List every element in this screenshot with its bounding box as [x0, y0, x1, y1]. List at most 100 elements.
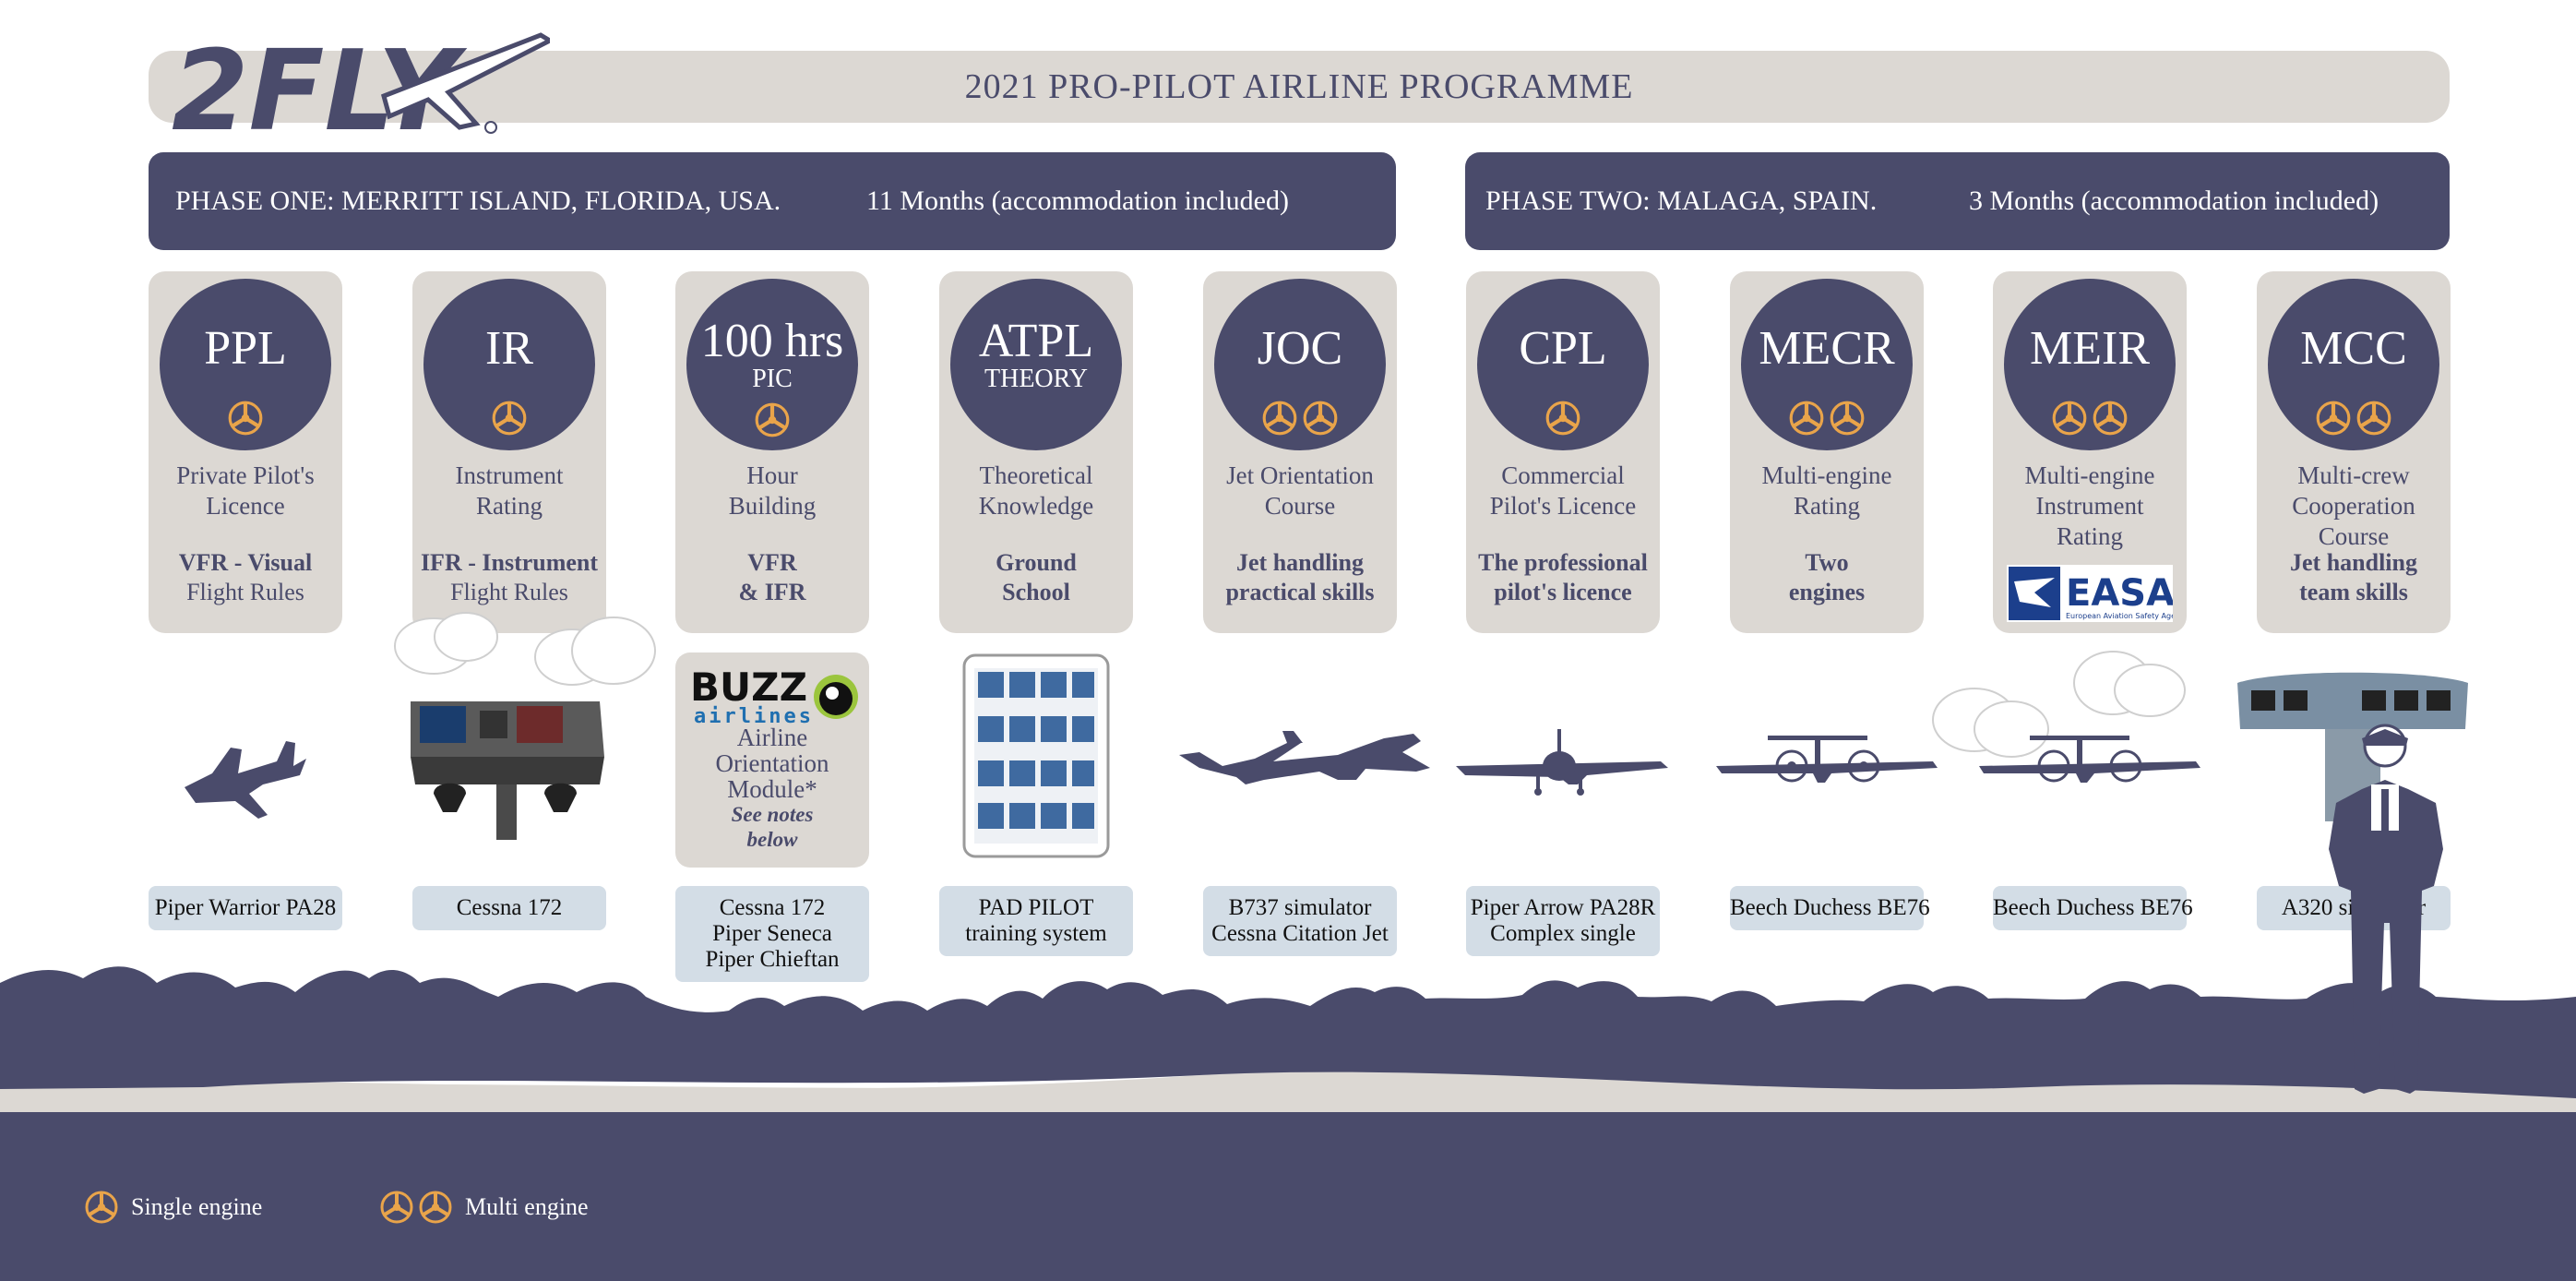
phase-one-bar: PHASE ONE: MERRITT ISLAND, FLORIDA, USA.… — [149, 152, 1396, 250]
pilot-silhouette — [2329, 780, 2443, 1094]
stage-sub: THEORY — [984, 365, 1088, 393]
a320-cockpit-pilot — [2237, 672, 2468, 1094]
buzz-airlines-logo: BUZZ airlines — [690, 664, 858, 726]
piper-arrow-silhouette — [1456, 729, 1668, 796]
stage-abbr: JOC — [1257, 322, 1343, 375]
aircraft-label: Piper Warrior PA28 — [149, 886, 342, 930]
aircraft-label-line: Piper Arrow PA28R — [1470, 895, 1656, 920]
svg-text:airlines: airlines — [694, 705, 814, 726]
stage-note-line: Ground — [996, 549, 1077, 576]
stage-description-line: Rating — [476, 492, 543, 520]
stage-abbr: MECR — [1759, 322, 1895, 375]
stage-note-line: VFR — [747, 549, 797, 576]
propeller-icon — [755, 402, 790, 437]
stage-badge: MCC — [2268, 279, 2439, 450]
engine-icons — [2268, 399, 2439, 439]
stage-badge: CPL — [1477, 279, 1649, 450]
stage-badge: PPL — [160, 279, 331, 450]
aircraft-label-line: PAD PILOT — [978, 895, 1094, 920]
buzz-note: See notes — [731, 803, 814, 826]
stage-description-line: Multi-crew — [2297, 461, 2410, 489]
aircraft-label-line: Cessna Citation Jet — [1211, 921, 1389, 946]
stage-description-line: Pilot's Licence — [1489, 492, 1637, 520]
propeller-icon — [1262, 401, 1297, 436]
propeller-icon — [2356, 401, 2391, 436]
stage-description-line: Hour — [746, 461, 798, 489]
title-bar: 2021 PRO-PILOT AIRLINE PROGRAMME — [149, 51, 2450, 123]
propeller-icon — [2316, 401, 2351, 436]
stage-note-line: The professional — [1478, 549, 1648, 576]
aircraft-label-line: B737 simulator — [1228, 895, 1372, 920]
engine-icons — [1214, 399, 1386, 439]
brand-logo: 2FLY — [172, 31, 550, 140]
aircraft-label: Beech Duchess BE76 — [1730, 886, 1930, 930]
stage-note-line: Flight Rules — [186, 579, 304, 605]
stage-description-line: Jet Orientation — [1226, 461, 1374, 489]
stage-note-line: IFR - Instrument — [420, 549, 599, 576]
aircraft-label-line: Complex single — [1490, 921, 1636, 946]
stage-description-line: Multi-engine — [1761, 461, 1892, 489]
citation-jet-silhouette — [1179, 731, 1430, 784]
stage-note-line: Jet handling — [1236, 549, 1364, 576]
beech-duchess-clouds-silhouette — [1932, 651, 2200, 783]
aircraft-label-line: Beech Duchess BE76 — [1993, 895, 2193, 920]
multi-engine-propeller-icon — [419, 1191, 452, 1224]
stage-note-line: team skills — [2299, 579, 2408, 605]
phase-two-bar: PHASE TWO: MALAGA, SPAIN. 3 Months (acco… — [1465, 152, 2450, 250]
buzz-note: below — [746, 828, 798, 851]
aircraft-label-line: Beech Duchess BE76 — [1730, 895, 1930, 920]
phase-two-name: PHASE TWO: MALAGA, SPAIN. — [1485, 186, 1878, 216]
engine-icons — [160, 399, 331, 439]
phase-one-duration: 11 Months (accommodation included) — [866, 186, 1289, 216]
aircraft-label-line: Cessna 172 — [719, 895, 826, 920]
stage-badge: MEIR — [2004, 279, 2176, 450]
propeller-icon — [2052, 401, 2087, 436]
stage-badge: IR — [423, 279, 595, 450]
aircraft-label: Beech Duchess BE76 — [1993, 886, 2193, 930]
stage-description-line: Rating — [2057, 522, 2123, 550]
propeller-icon — [228, 401, 263, 436]
stage-description-line: Instrument — [455, 461, 564, 489]
aircraft-label-line: Cessna 172 — [456, 895, 563, 920]
treeline — [0, 966, 2576, 1098]
propeller-icon — [1545, 401, 1580, 436]
piper-warrior-silhouette — [185, 741, 306, 819]
svg-text:BUZZ: BUZZ — [690, 664, 807, 710]
legend-multi: Multi engine — [378, 1189, 589, 1226]
stage-note: VFR & IFR — [675, 548, 869, 607]
aircraft-label-line: Piper Warrior PA28 — [154, 895, 337, 920]
stage-description-line: Instrument — [2035, 492, 2144, 520]
stage-note-line: & IFR — [738, 579, 806, 605]
stage-abbr: ATPL — [978, 315, 1094, 367]
stage-description-line: Commercial — [1501, 461, 1625, 489]
page-title: 2021 PRO-PILOT AIRLINE PROGRAMME — [964, 67, 1634, 106]
stage-description-line: Rating — [1794, 492, 1860, 520]
aircraft-label-line: Piper Chieftan — [705, 947, 840, 972]
engine-icons — [686, 401, 858, 441]
stage-description-line: Building — [728, 492, 817, 520]
aircraft-label-line: Piper Seneca — [712, 921, 832, 946]
stage-description-line: Multi-engine — [2024, 461, 2155, 489]
pad-pilot-tablet — [962, 653, 1110, 858]
stage-abbr: CPL — [1519, 322, 1607, 375]
legend-multi-label: Multi engine — [465, 1193, 589, 1220]
engine-icons — [1741, 399, 1913, 439]
